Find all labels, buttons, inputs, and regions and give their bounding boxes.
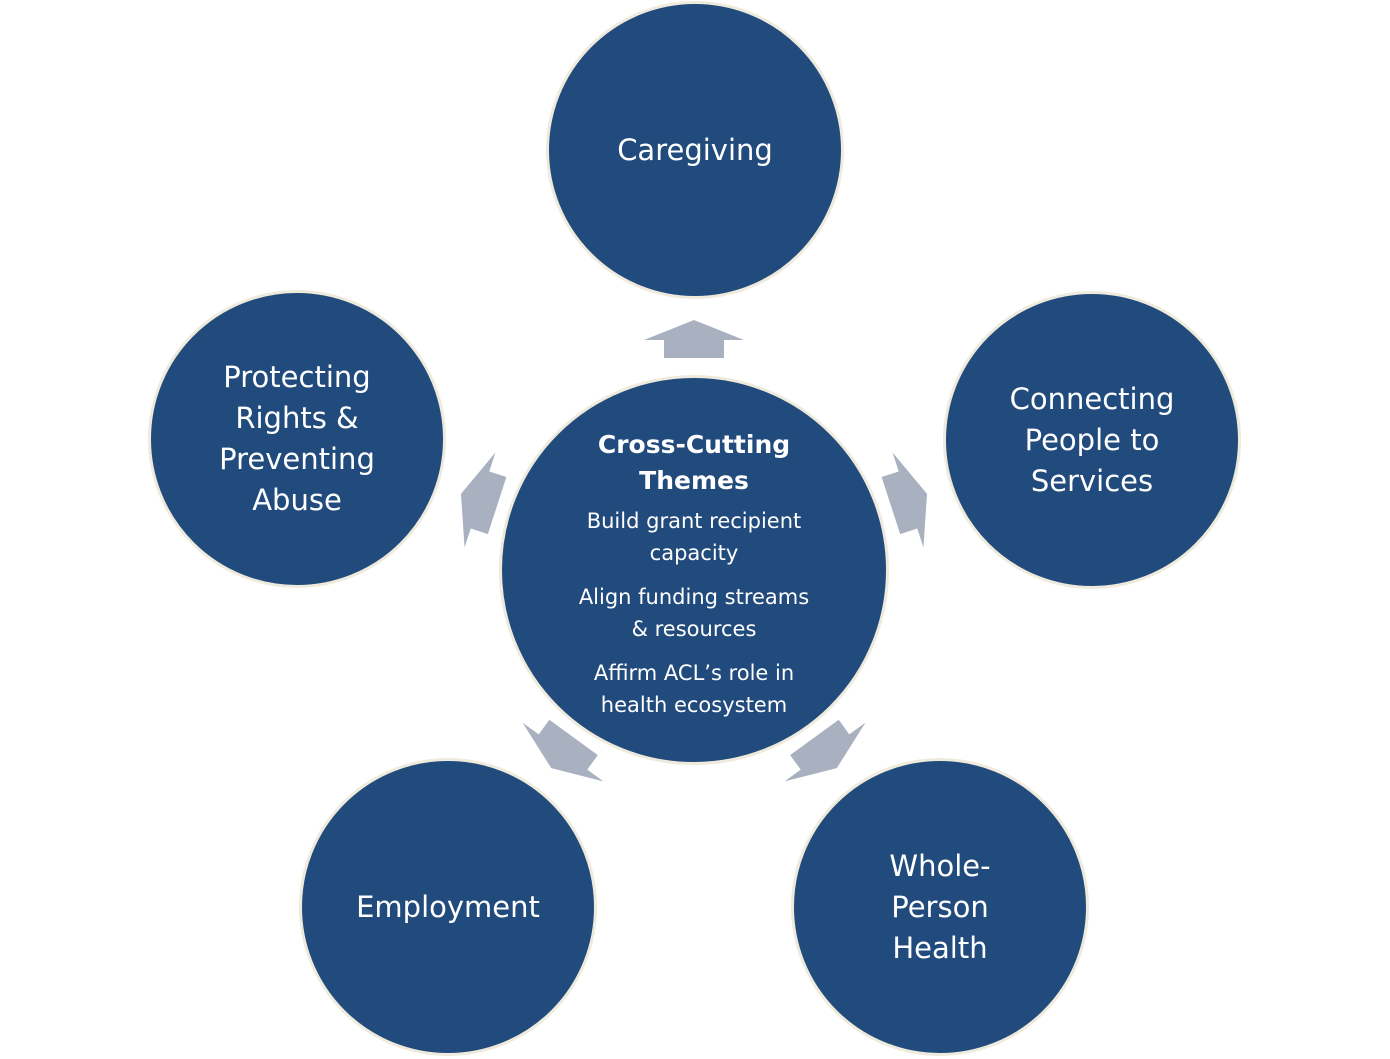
arrow-to-whole-person-health: [784, 719, 866, 782]
circle-caregiving: Caregiving: [546, 1, 844, 299]
circle-cross-cutting-themes: Cross-Cutting Themes Build grant recipie…: [499, 375, 889, 765]
theme-item: Affirm ACL’s role in health ecosystem: [593, 661, 795, 717]
arrow-to-protecting-rights: [460, 452, 507, 548]
circle-protecting-rights: Protecting Rights & Preventing Abuse: [148, 290, 446, 588]
circle-whole-person-health: Whole- Person Health: [791, 758, 1089, 1056]
theme-item: Build grant recipient capacity: [586, 509, 802, 565]
circle-connecting-people: Connecting People to Services: [943, 291, 1241, 589]
circle-label: Employment: [356, 889, 540, 924]
circle-label: Caregiving: [617, 132, 773, 167]
theme-item: Align funding streams & resources: [578, 585, 810, 641]
circle-label: Whole- Person Health: [889, 848, 991, 965]
center-title: Cross-Cutting Themes: [597, 430, 791, 495]
arrow-to-caregiving: [644, 320, 744, 358]
circle-employment: Employment: [299, 758, 597, 1056]
circle-label: Protecting Rights & Preventing Abuse: [219, 360, 375, 517]
circle-label: Connecting People to Services: [1009, 381, 1175, 498]
arrow-to-employment: [522, 719, 604, 782]
arrow-to-connecting-people: [881, 452, 928, 548]
